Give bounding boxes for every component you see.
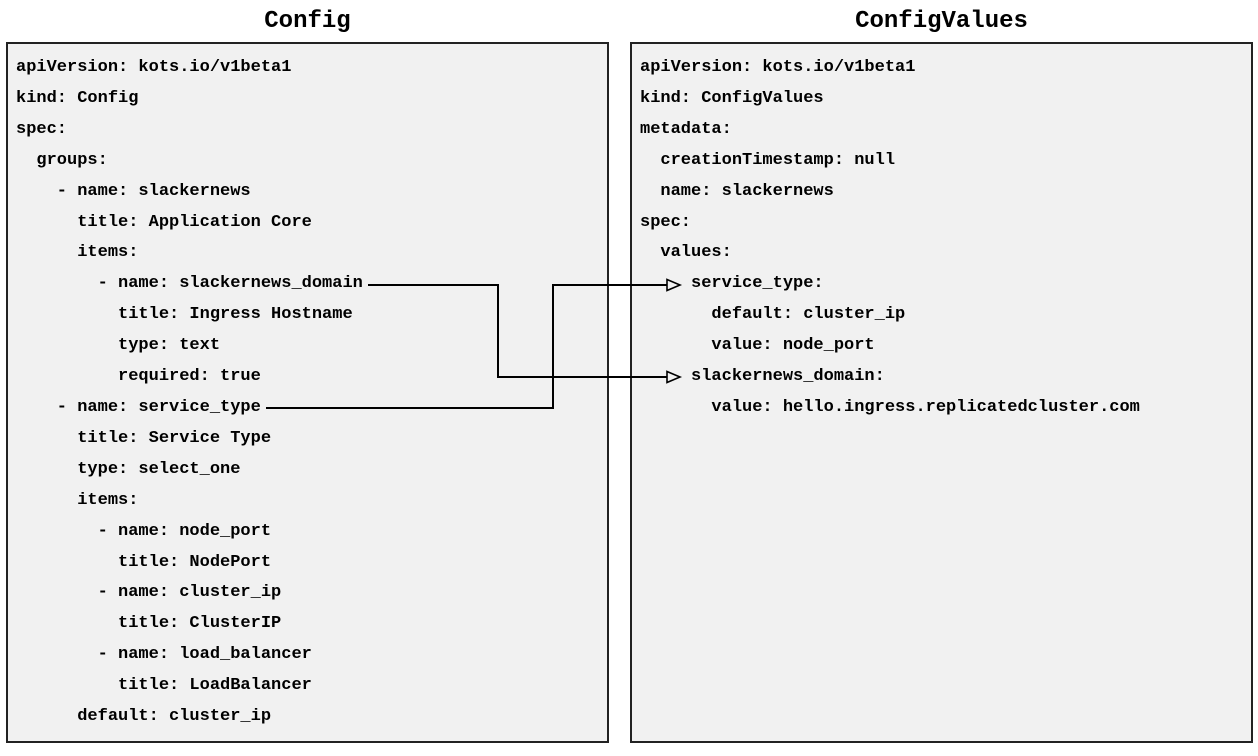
configvalues-panel: apiVersion: kots.io/v1beta1 kind: Config… bbox=[630, 42, 1253, 743]
configvalues-panel-title: ConfigValues bbox=[855, 8, 1028, 35]
config-yaml-code: apiVersion: kots.io/v1beta1 kind: Config… bbox=[16, 58, 363, 727]
config-panel-title: Config bbox=[264, 8, 351, 35]
config-panel: apiVersion: kots.io/v1beta1 kind: Config… bbox=[6, 42, 609, 743]
configvalues-yaml-code: apiVersion: kots.io/v1beta1 kind: Config… bbox=[640, 58, 1140, 417]
